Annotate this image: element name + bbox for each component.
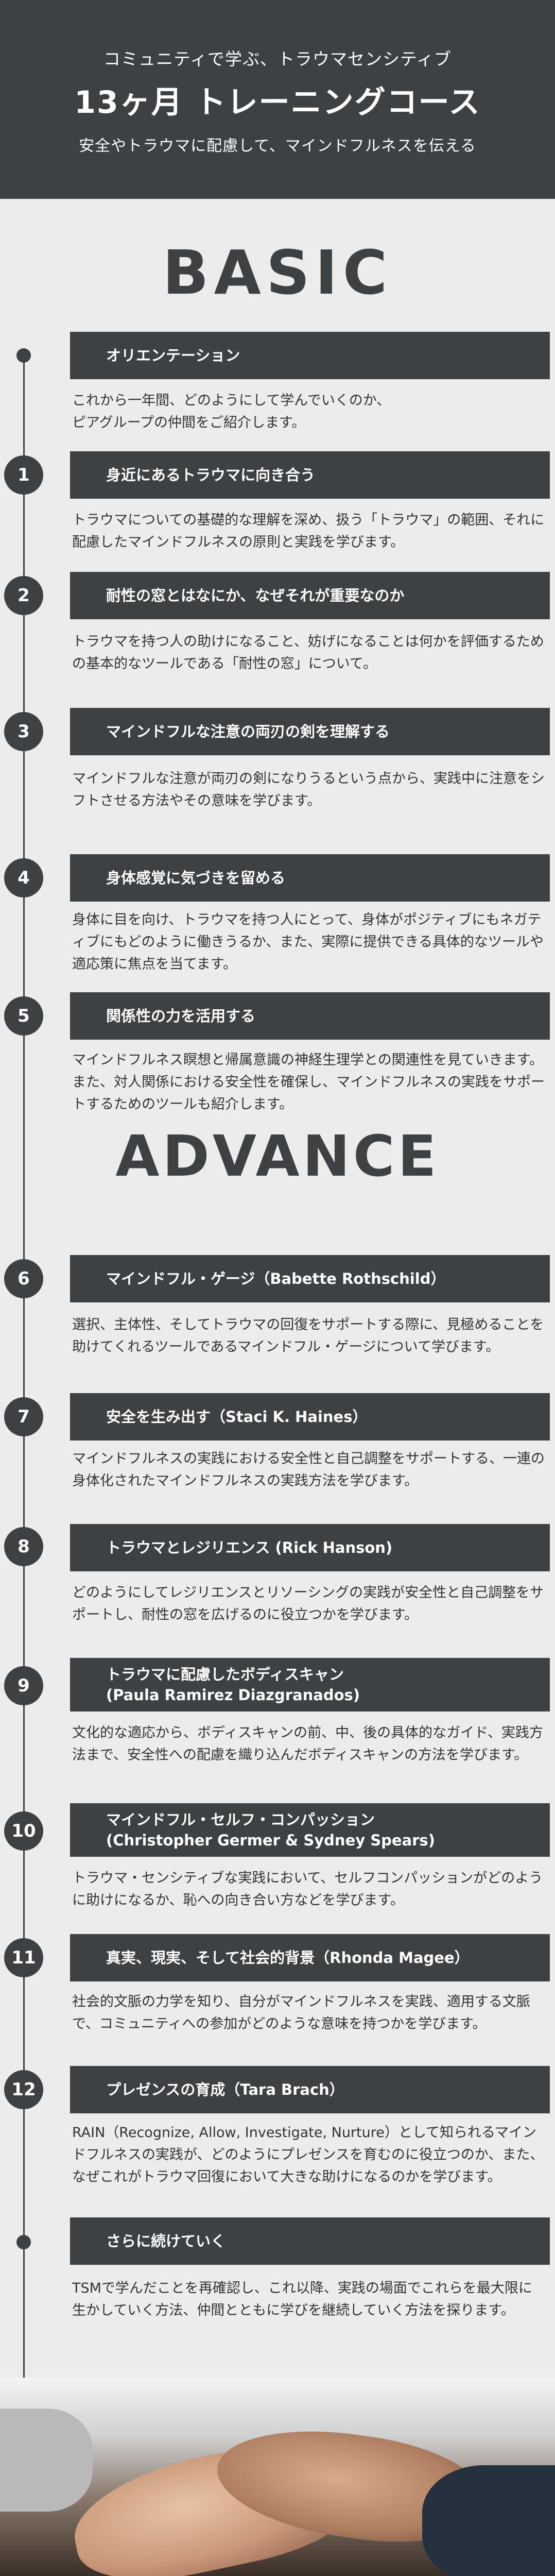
timeline-dot	[16, 348, 31, 363]
module-desc-12: RAIN（Recognize, Allow, Investigate, Nurt…	[72, 2125, 544, 2185]
section-title-basic: BASIC	[162, 237, 393, 308]
module-number-12: 12	[4, 2070, 43, 2109]
header-subtitle-bottom: 安全やトラウマに配慮して、マインドフルネスを伝える	[79, 137, 476, 155]
module-title-7: 安全を生み出す（Staci K. Haines）	[70, 1393, 550, 1440]
page-title: 13ヶ月 トレーニングコース	[74, 84, 481, 121]
module-desc-9: 文化的な適応から、ボディスキャンの前、中、後の具体的なガイド、実践方法まで、安全…	[72, 1725, 544, 1763]
timeline-dot	[16, 2235, 31, 2249]
module-number-5: 5	[4, 996, 43, 1036]
module-title-10: マインドフル・セルフ・コンパッション (Christopher Germer &…	[70, 1803, 550, 1857]
header-banner: コミュニティで学ぶ、トラウマセンシティブ 13ヶ月 トレーニングコース 安全やト…	[0, 0, 555, 199]
module-title-6: マインドフル・ゲージ（Babette Rothschild）	[70, 1255, 550, 1302]
module-desc-11: 社会的文脈の力学を知り、自分がマインドフルネスを実践、適用する文脈で、コミュニテ…	[72, 1994, 530, 2032]
module-title-12: プレゼンスの育成（Tara Brach）	[70, 2066, 550, 2113]
module-desc-2: トラウマを持つ人の助けになること、妨げになることは何かを評価するための基本的なツ…	[72, 634, 544, 672]
module-title-8: トラウマとレジリエンス (Rick Hanson)	[70, 1524, 550, 1571]
module-desc-7: マインドフルネスの実践における安全性と自己調整をサポートする、一連の身体化された…	[72, 1451, 545, 1489]
module-desc-8: どのようにしてレジリエンスとリソーシングの実践が安全性と自己調整をサポートし、耐…	[72, 1585, 544, 1623]
module-desc-1: トラウマについての基礎的な理解を深め、扱う「トラウマ」の範囲、それに配慮したマイ…	[72, 512, 545, 550]
module-number-6: 6	[4, 1259, 43, 1298]
module-title-1: 身近にあるトラウマに向き合う	[70, 451, 550, 499]
module-desc-4: 身体に目を向け、トラウマを持つ人にとって、身体がポジティブにもネガティブにもどの…	[72, 912, 544, 972]
module-number-3: 3	[4, 712, 43, 751]
module-title-continue: さらに続けていく	[70, 2217, 550, 2265]
module-number-1: 1	[4, 455, 43, 495]
module-title-2: 耐性の窓とはなにか、なぜそれが重要なのか	[70, 572, 550, 619]
module-desc-6: 選択、主体性、そしてトラウマの回復をサポートする際に、見極めることを助けてくれる…	[72, 1317, 544, 1355]
module-number-11: 11	[4, 1938, 43, 1977]
module-title-11: 真実、現実、そして社会的背景（Rhonda Magee）	[70, 1934, 550, 1981]
module-title-3: マインドフルな注意の両刃の剣を理解する	[70, 708, 550, 755]
module-title-9: トラウマに配慮したボディスキャン (Paula Ramirez Diazgran…	[70, 1658, 550, 1711]
module-number-4: 4	[4, 858, 43, 897]
module-number-7: 7	[4, 1397, 43, 1436]
module-number-8: 8	[4, 1527, 43, 1566]
module-desc-3: マインドフルな注意が両刃の剣になりうるという点から、実践中に注意をシフトさせる方…	[72, 771, 545, 809]
module-number-2: 2	[4, 576, 43, 615]
module-number-10: 10	[4, 1811, 43, 1851]
module-desc-5: マインドフルネス瞑想と帰属意識の神経生理学との関連性を見ていきます。また、対人関…	[72, 1052, 545, 1112]
module-title-orientation: オリエンテーション	[70, 332, 550, 379]
hands-photo	[0, 2378, 555, 2576]
timeline-line	[23, 355, 25, 2380]
module-desc-continue: TSMで学んだことを再確認し、これ以降、実践の場面でこれらを最大限に生かしていく…	[72, 2280, 532, 2318]
section-title-advance: ADVANCE	[115, 1123, 440, 1189]
photo-sleeve-right	[422, 2465, 555, 2576]
module-number-9: 9	[4, 1666, 43, 1705]
header-subtitle-top: コミュニティで学ぶ、トラウマセンシティブ	[103, 49, 452, 69]
module-title-4: 身体感覚に気づきを留める	[70, 854, 550, 902]
photo-sleeve-left	[0, 2409, 93, 2512]
module-desc-10: トラウマ・センシティブな実践において、セルフコンパッションがどのように助けになる…	[72, 1870, 543, 1908]
module-title-5: 関係性の力を活用する	[70, 992, 550, 1040]
module-desc-orientation: これから一年間、どのようにして学んでいくのか、 ピアグループの仲間をご紹介します…	[72, 393, 391, 431]
